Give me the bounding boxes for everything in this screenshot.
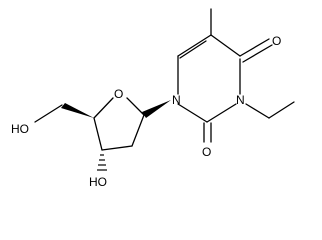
molecule-drawing: O N N O O HO HO — [11, 8, 295, 189]
bond-c3prime-c4prime — [93, 117, 103, 151]
atom-n1: N — [172, 93, 181, 107]
bond-c5prime-oh — [34, 104, 63, 123]
bond-n3-ch2 — [245, 103, 270, 119]
wedge-n1-c1prime — [142, 100, 171, 118]
bond-c5-c6-double — [179, 40, 207, 59]
bond-c2-n3 — [206, 103, 237, 123]
wedge-c4prime-c5prime — [61, 103, 94, 118]
hash-c3prime-oh — [97, 154, 107, 171]
bond-c1prime-o4prime — [126, 97, 145, 116]
bond-c1prime-c2prime — [131, 114, 145, 147]
bond-c2prime-c3prime — [101, 145, 133, 151]
structure-diagram: O N N O O HO HO — [11, 8, 295, 189]
bond-c4-o — [239, 38, 270, 57]
atom-ho-primary: HO — [11, 122, 29, 136]
bond-o4prime-c4prime — [93, 97, 114, 119]
atom-o-bottom: O — [202, 145, 211, 159]
bond-ch2-ch3 — [268, 101, 295, 119]
bond-n1-c2 — [177, 103, 208, 123]
bond-c4-c5 — [210, 34, 241, 57]
bond-c5-c6 — [177, 34, 212, 57]
atom-o-top: O — [272, 34, 281, 48]
atom-ho-secondary: HO — [89, 175, 107, 189]
atom-o-ring: O — [114, 87, 123, 101]
atom-n3: N — [236, 93, 245, 107]
bond-c4-o-double — [242, 44, 273, 63]
